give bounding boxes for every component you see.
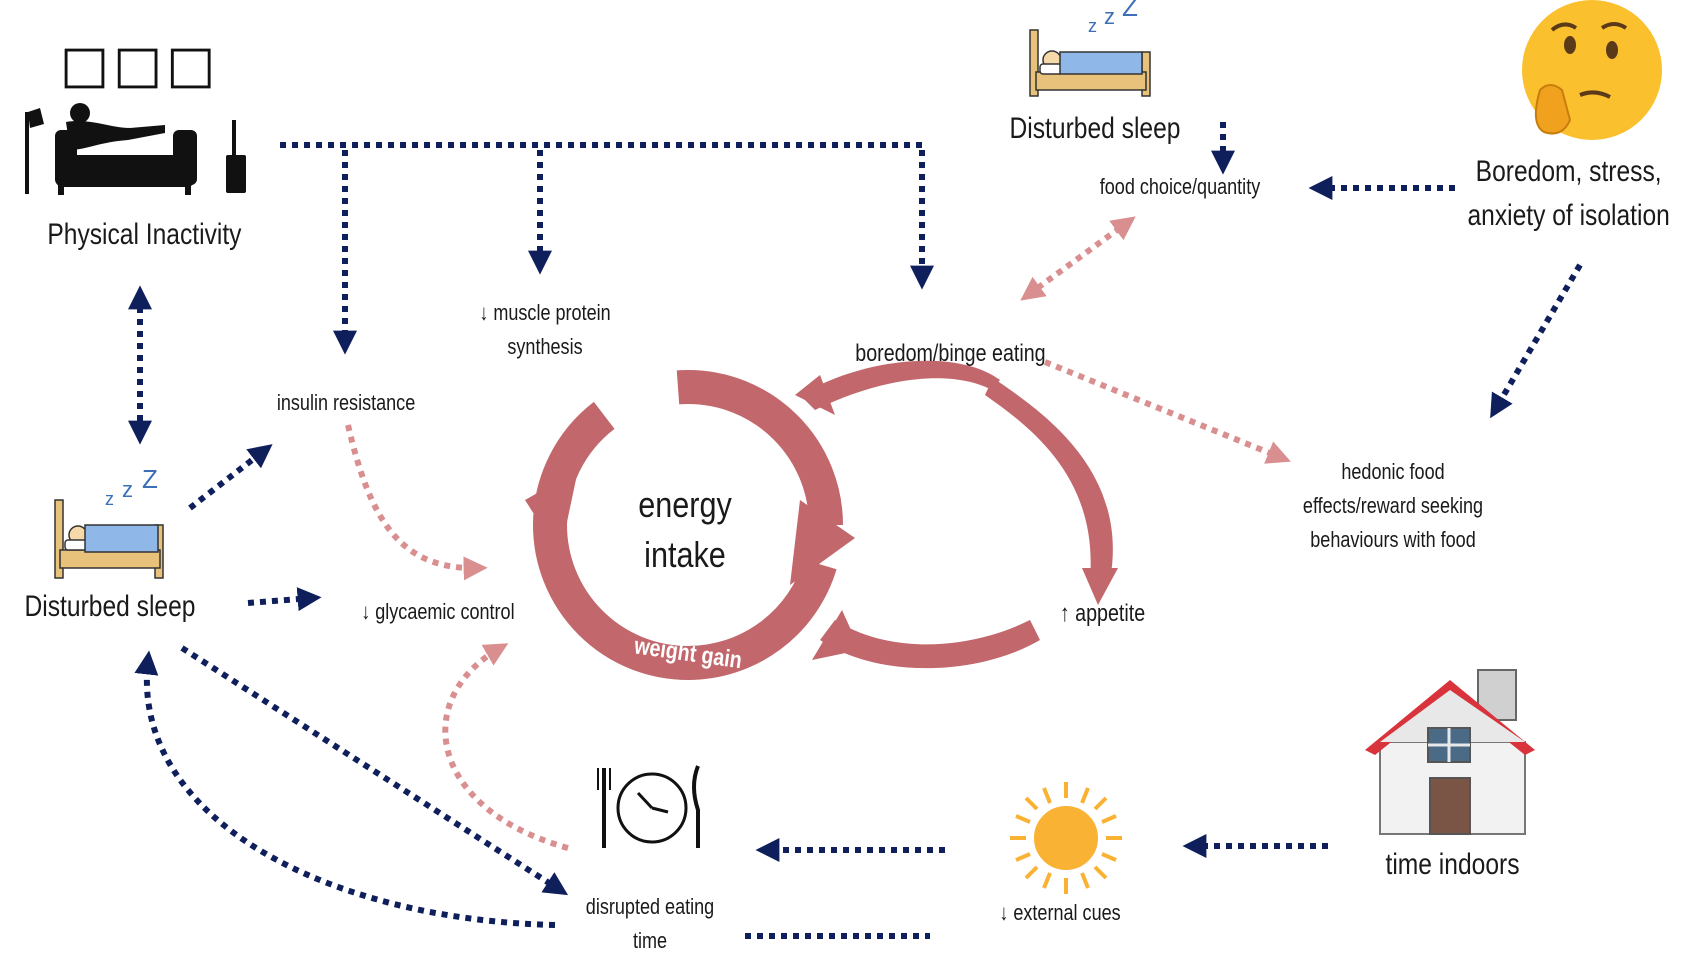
house-icon [1365, 669, 1535, 835]
arrow-sleep-insulin [188, 444, 273, 511]
thinking-face-icon [1522, 0, 1662, 140]
arrow-disrupted-sleep [134, 650, 556, 928]
couch-person-icon [25, 103, 246, 195]
label-food-choice: food choice/quantity [1099, 174, 1261, 199]
arrow-binge-food [1020, 216, 1136, 301]
label-hedonic-food: hedonic food effects/reward seeking beha… [1302, 459, 1484, 552]
svg-text:Z: Z [142, 464, 158, 494]
label-appetite: ↑ appetite [1059, 600, 1146, 627]
title-glyphs: □□□ [60, 35, 220, 95]
sun-icon [1010, 782, 1122, 894]
label-glycaemic-control: ↓ glycaemic control [361, 599, 515, 624]
label-external-cues: ↓ external cues [999, 900, 1121, 925]
svg-text:z: z [105, 489, 114, 509]
svg-text:z: z [122, 477, 133, 502]
arrow-sleep-glycaemic [247, 587, 322, 612]
label-disrupted-eating: disrupted eating time [585, 894, 715, 953]
svg-text:z: z [1104, 4, 1115, 29]
svg-text:Z: Z [1122, 0, 1138, 22]
label-physical-inactivity: Physical Inactivity [47, 218, 242, 251]
arrow-insulin-glycaemic [345, 424, 488, 581]
label-energy-intake: energy intake [638, 484, 732, 575]
label-muscle-protein: ↓ muscle protein synthesis [479, 300, 611, 359]
bed-sleep-icon-top: z z Z [1029, 0, 1151, 97]
label-boredom-binge: boredom/binge eating [855, 340, 1046, 367]
svg-text:z: z [1088, 16, 1097, 36]
arrow-binge-hedonic [1043, 359, 1291, 464]
arrow-boredom-hedonic [1490, 263, 1583, 419]
label-disturbed-sleep-left: Disturbed sleep [24, 590, 196, 623]
label-time-indoors: time indoors [1385, 848, 1520, 881]
arrow-sleep-disrupted [180, 645, 569, 896]
arrow-disrupted-glycaemic [442, 643, 569, 851]
bed-sleep-icon-left: z z Z [54, 464, 164, 579]
label-boredom-stress: Boredom, stress, anxiety of isolation [1467, 155, 1670, 232]
energy-cycle [525, 360, 1118, 680]
label-insulin-resistance: insulin resistance [276, 390, 416, 415]
label-disturbed-sleep-top: Disturbed sleep [1009, 112, 1181, 145]
clock-cutlery-icon [597, 765, 700, 848]
